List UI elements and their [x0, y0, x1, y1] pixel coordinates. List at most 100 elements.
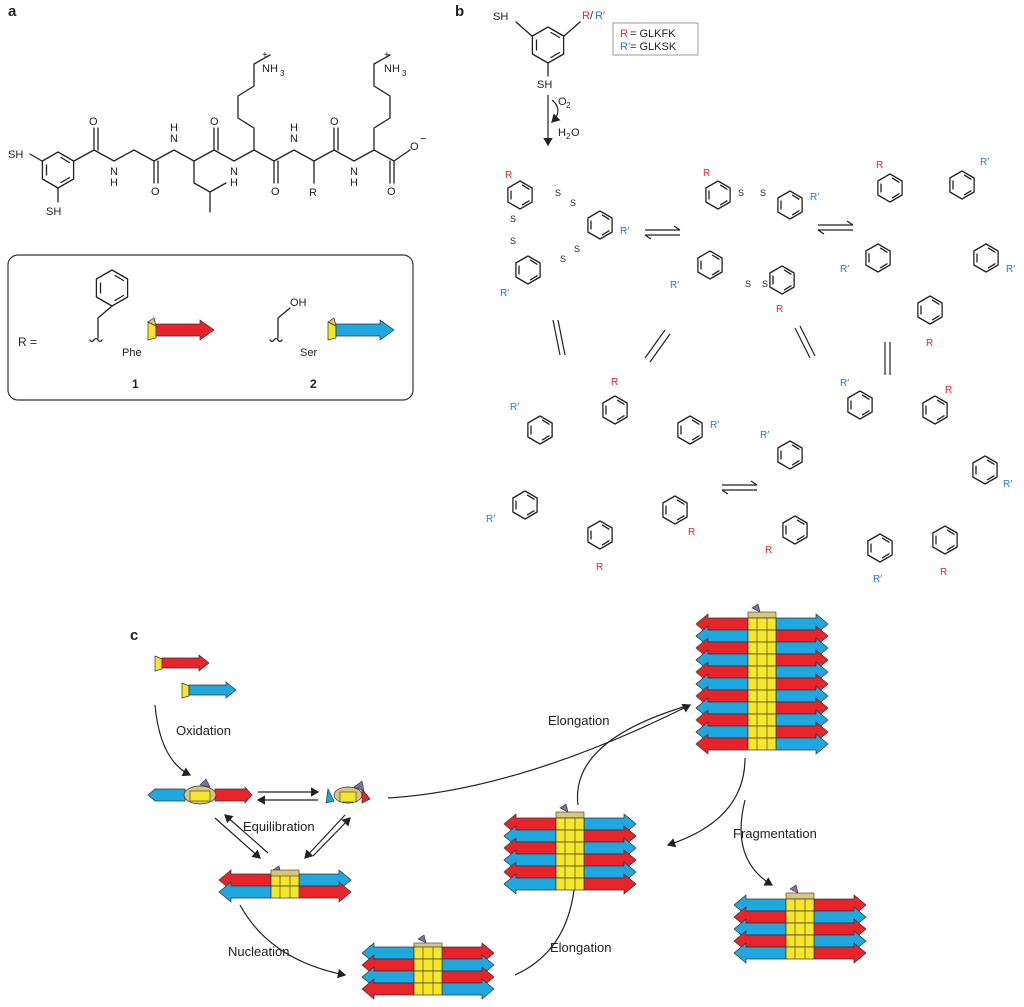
panel-a-phe-label: Phe — [122, 347, 142, 359]
panel-b-macrocycle-bottom-left: R′ R R′ R′ R R — [486, 377, 719, 573]
panel-c-elongation-label-top: Elongation — [548, 713, 609, 728]
panel-b-letter: b — [455, 3, 464, 20]
panel-b-legend-r-prime-text: = GLKSK — [630, 41, 677, 53]
panel-c-elongation-arrow-top — [387, 703, 692, 799]
panel-a-carboxylate-o: O — [410, 141, 419, 153]
panel-c-nucleation-label: Nucleation — [228, 944, 289, 959]
panel-a-o2: O — [151, 186, 160, 198]
panel-b-oxidant-sub: 2 — [566, 101, 571, 110]
panel-a-ser-wavy-bond — [269, 337, 283, 343]
panel-b-tetramer-r2: R — [776, 304, 783, 315]
panel-b-curved-arrow — [551, 99, 561, 123]
panel-a-phe-link — [97, 305, 113, 339]
panel-b-trimer: R R′ R′ S S S S S S — [500, 170, 629, 299]
panel-a-h1: H — [110, 177, 118, 189]
panel-b-sh-bottom: SH — [537, 79, 552, 91]
panel-a-sh-top: SH — [8, 149, 23, 161]
panel-c-fragmentation-arrow-left — [666, 757, 746, 848]
panel-b-sh-top: SH — [493, 11, 508, 23]
panel-b-trimer-s: S — [555, 188, 561, 198]
panel-a-sh-bottom: SH — [46, 206, 61, 218]
panel-a-compound1-glyph — [147, 317, 215, 341]
panel-b-legend-r-prime: R′ — [620, 41, 630, 53]
panel-b-monomer-slash: / — [590, 10, 594, 22]
panel-a-o6: O — [387, 186, 396, 198]
panel-b-tr-r-prime3: R′ — [1006, 264, 1015, 275]
panel-a-n3: N — [230, 166, 238, 178]
panel-c-elongation-arrow-bottom — [514, 878, 580, 976]
panel-a-h3: H — [230, 177, 238, 189]
panel-a-compound1-number: 1 — [132, 377, 139, 391]
eq-vertical-left — [552, 319, 566, 356]
panel-b-trimer-r: R — [505, 170, 512, 181]
panel-a-o: O — [89, 116, 98, 128]
panel-b-trimer-s: S — [510, 236, 516, 246]
panel-c-fragment-fibre — [734, 884, 866, 963]
panel-c-letter: c — [130, 627, 138, 644]
panel-b-br-r3: R — [940, 567, 947, 578]
panel-b-br-r2: R — [765, 545, 772, 556]
panel-b-tr-r-prime1: R′ — [980, 157, 989, 168]
panel-a-letter: a — [8, 3, 17, 20]
panel-c-elongation-label-bottom: Elongation — [550, 940, 611, 955]
panel-b-byproduct: H — [558, 127, 566, 139]
panel-b-tr-r-prime2: R′ — [840, 264, 849, 275]
eq-diagonal-right — [794, 325, 816, 359]
panel-b-trimer-s: S — [560, 254, 566, 264]
panel-b-br-r-prime4: R′ — [873, 574, 882, 585]
panel-b-byproduct-sub: 2 — [566, 132, 571, 141]
panel-b-trimer-r-prime2: R′ — [500, 288, 509, 299]
panel-a-backbone — [73, 127, 395, 162]
panel-b-tetramer-r1: R — [703, 168, 710, 179]
panel-a-benzene-ring — [41, 151, 75, 189]
panel-b-tetramer-s: S — [760, 188, 766, 198]
panel-c-tetramer-macrocycle — [325, 780, 371, 804]
eq-bottom — [721, 480, 758, 495]
eq-trimer-tetramer — [644, 225, 681, 240]
panel-a-carboxylate-charge: − — [420, 133, 426, 145]
panel-a-h2: H — [170, 122, 178, 134]
panel-b-trimer-s: S — [510, 214, 516, 224]
panel-a-h5: H — [350, 177, 358, 189]
panel-a-compound2-number: 2 — [310, 377, 317, 391]
eq-tetramer-macrocycle — [817, 220, 854, 235]
panel-a-ser-label: Ser — [300, 347, 317, 359]
panel-c-nucleus — [219, 865, 351, 902]
panel-b-r-legend-box — [612, 22, 699, 56]
panel-a-bond — [393, 149, 411, 162]
panel-a-ser-sidechain — [277, 307, 291, 339]
panel-a: a SH SH O N H O N H O N H NH 3 + O N H — [7, 3, 426, 401]
panel-c-equilibration-label: Equilibration — [243, 819, 315, 834]
panel-a-amine1-charge: + — [262, 50, 268, 61]
eq-vertical-right — [884, 342, 891, 375]
panel-c-eq-arrow-diag3 — [304, 814, 346, 859]
panel-b-br-r-prime2: R′ — [760, 430, 769, 441]
panel-b-bond — [563, 21, 581, 37]
panel-b-tetramer-r-prime1: R′ — [810, 192, 819, 203]
panel-c: c Oxidation — [130, 603, 866, 999]
panel-a-amine2: NH — [384, 63, 400, 75]
panel-b-tetramer-s: S — [738, 188, 744, 198]
panel-a-o3: O — [210, 116, 219, 128]
panel-b-bl-r-prime3: R′ — [486, 514, 495, 525]
panel-a-phe-ring — [95, 269, 129, 307]
panel-b-monomer-ring — [531, 26, 565, 64]
panel-b-legend-r: R — [620, 28, 628, 40]
panel-b-bl-r3: R — [688, 527, 695, 538]
panel-a-o4: O — [271, 186, 280, 198]
panel-a-n1: N — [110, 166, 118, 178]
panel-a-compound2-glyph — [327, 317, 395, 341]
panel-a-amine1: NH — [262, 63, 278, 75]
panel-b-tetramer-r-prime2: R′ — [670, 280, 679, 291]
panel-c-eq-arrow-diag2 — [224, 814, 269, 854]
panel-b-legend-r-text: = GLKFK — [630, 28, 676, 40]
panel-b-tetramer: R R′ R′ R S S S S — [670, 168, 819, 315]
panel-c-monomer-blue — [181, 681, 237, 699]
panel-b-trimer-r-prime1: R′ — [620, 226, 629, 237]
panel-b-trimer-s: S — [570, 198, 576, 208]
panel-a-lysine1-sidechain — [237, 54, 271, 151]
panel-b-bl-r-prime1: R′ — [510, 402, 519, 413]
panel-b-tr-r2: R — [926, 338, 933, 349]
panel-a-ser-oh: OH — [290, 297, 307, 309]
panel-b-bl-r1: R — [611, 377, 618, 388]
